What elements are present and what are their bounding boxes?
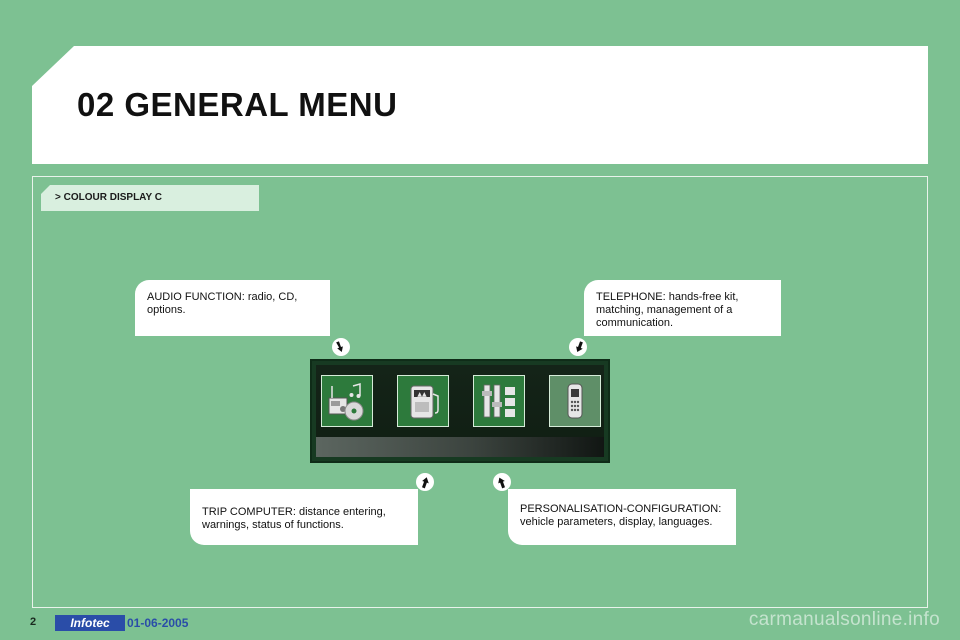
telephone-icon [567, 383, 583, 419]
callout-audio-line1: AUDIO FUNCTION: radio, CD, [147, 291, 298, 303]
menu-tile-audio[interactable] [321, 375, 373, 427]
content-frame [32, 176, 928, 608]
callout-audio-line2: options. [147, 304, 186, 316]
callout-personalisation: PERSONALISATION-CONFIGURATION: vehicle p… [508, 489, 736, 545]
section-tab: > COLOUR DISPLAY C [41, 185, 259, 211]
menu-tile-configuration[interactable] [473, 375, 525, 427]
watermark: carmanualsonline.info [748, 609, 940, 630]
arrow-down-right-icon [332, 338, 350, 356]
menu-tile-telephone[interactable] [549, 375, 601, 427]
configuration-icon [482, 384, 515, 418]
callout-telephone-line3: communication. [596, 317, 674, 329]
colour-display-screen: ▲▲ [310, 359, 610, 463]
svg-text:▲▲: ▲▲ [417, 391, 427, 398]
arrow-up-left-icon [493, 473, 511, 491]
callout-telephone: TELEPHONE: hands-free kit, matching, man… [584, 280, 781, 336]
menu-tile-trip-computer[interactable]: ▲▲ [397, 375, 449, 427]
section-tab-label: > COLOUR DISPLAY C [55, 192, 162, 203]
infotec-logo: Infotec [55, 615, 125, 631]
page-number: 2 [30, 616, 37, 628]
edition-date: 01-06-2005 [127, 616, 189, 630]
callout-telephone-line1: TELEPHONE: hands-free kit, [596, 291, 739, 303]
trip-computer-icon: ▲▲ [410, 385, 439, 419]
callout-perso-line2: vehicle parameters, display, languages. [520, 516, 713, 528]
callout-audio-function: AUDIO FUNCTION: radio, CD, options. [135, 280, 330, 336]
page-title: 02 GENERAL MENU [77, 86, 398, 123]
callout-trip-computer: TRIP COMPUTER: distance entering, warnin… [190, 489, 418, 545]
arrow-up-right-icon [416, 473, 434, 491]
header-panel: 02 GENERAL MENU [32, 46, 928, 164]
callout-perso-line1: PERSONALISATION-CONFIGURATION: [520, 503, 722, 515]
callout-trip-line2: warnings, status of functions. [202, 519, 344, 531]
display-status-bar [316, 437, 604, 457]
callout-telephone-line2: matching, management of a [596, 304, 733, 316]
callout-trip-line1: TRIP COMPUTER: distance entering, [202, 506, 386, 518]
arrow-down-left-icon [569, 338, 587, 356]
audio-icon [328, 383, 364, 421]
